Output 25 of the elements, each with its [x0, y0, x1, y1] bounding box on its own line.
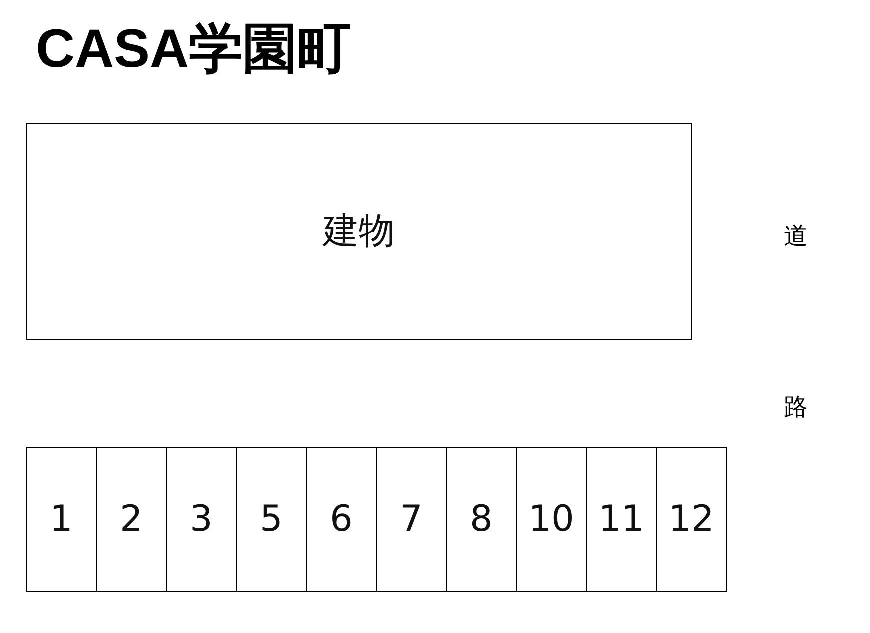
parking-space [656, 447, 727, 592]
parking-space [586, 447, 657, 592]
building-box [26, 123, 692, 340]
parking-space [376, 447, 447, 592]
parking-space [516, 447, 587, 592]
parking-space [306, 447, 377, 592]
parking-space [166, 447, 237, 592]
space-number: 7 [400, 499, 423, 540]
space-number: 3 [190, 499, 213, 540]
parking-space [236, 447, 307, 592]
space-number: 12 [668, 499, 714, 540]
space-number: 11 [598, 499, 644, 540]
parking-space [26, 447, 97, 592]
title: CASA学園町 [36, 18, 352, 81]
parking-space [96, 447, 167, 592]
space-number: 6 [330, 499, 353, 540]
space-number: 2 [120, 499, 143, 540]
road-label: 道 [784, 221, 808, 252]
road-label: 路 [784, 392, 808, 423]
parking-space [446, 447, 517, 592]
building-label: 建物 [323, 210, 395, 254]
space-number: 10 [528, 499, 574, 540]
space-number: 5 [260, 499, 283, 540]
space-number: 8 [470, 499, 493, 540]
space-number: 1 [50, 499, 73, 540]
